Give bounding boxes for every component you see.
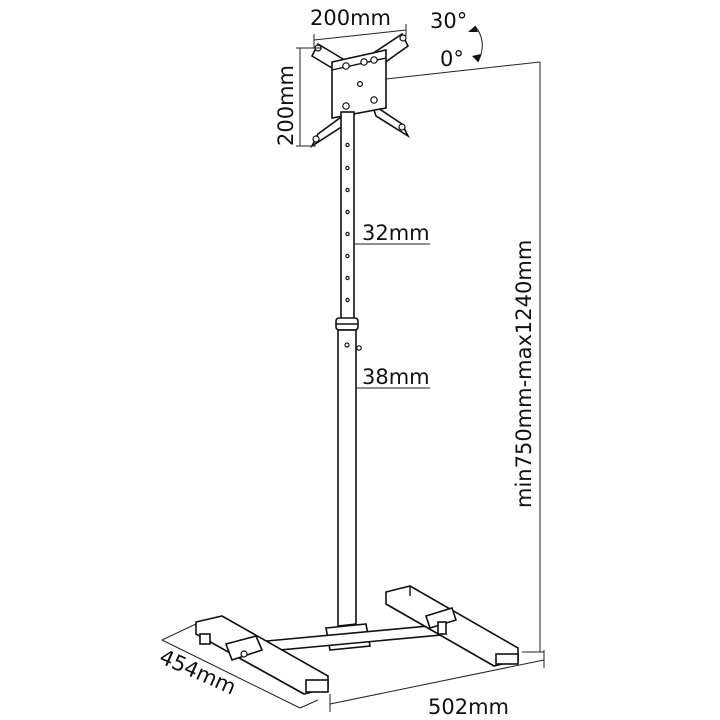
adjustment-holes <box>345 142 350 303</box>
tilt-min-label: 0° <box>440 47 464 71</box>
upper-tube-label: 32mm <box>362 221 430 245</box>
height-range-label: min750mm-max1240mm <box>512 240 536 508</box>
base-width-label: 502mm <box>428 695 509 719</box>
plate-height-label: 200mm <box>274 65 298 146</box>
plate-width-label: 200mm <box>310 6 391 30</box>
dimension-lines <box>161 24 545 712</box>
vesa-plate <box>309 32 410 149</box>
base-depth-label: 454mm <box>156 645 240 700</box>
tilt-max-label: 30° <box>430 9 467 33</box>
column <box>325 111 371 651</box>
base <box>195 585 519 695</box>
lower-tube-label: 38mm <box>362 365 430 389</box>
